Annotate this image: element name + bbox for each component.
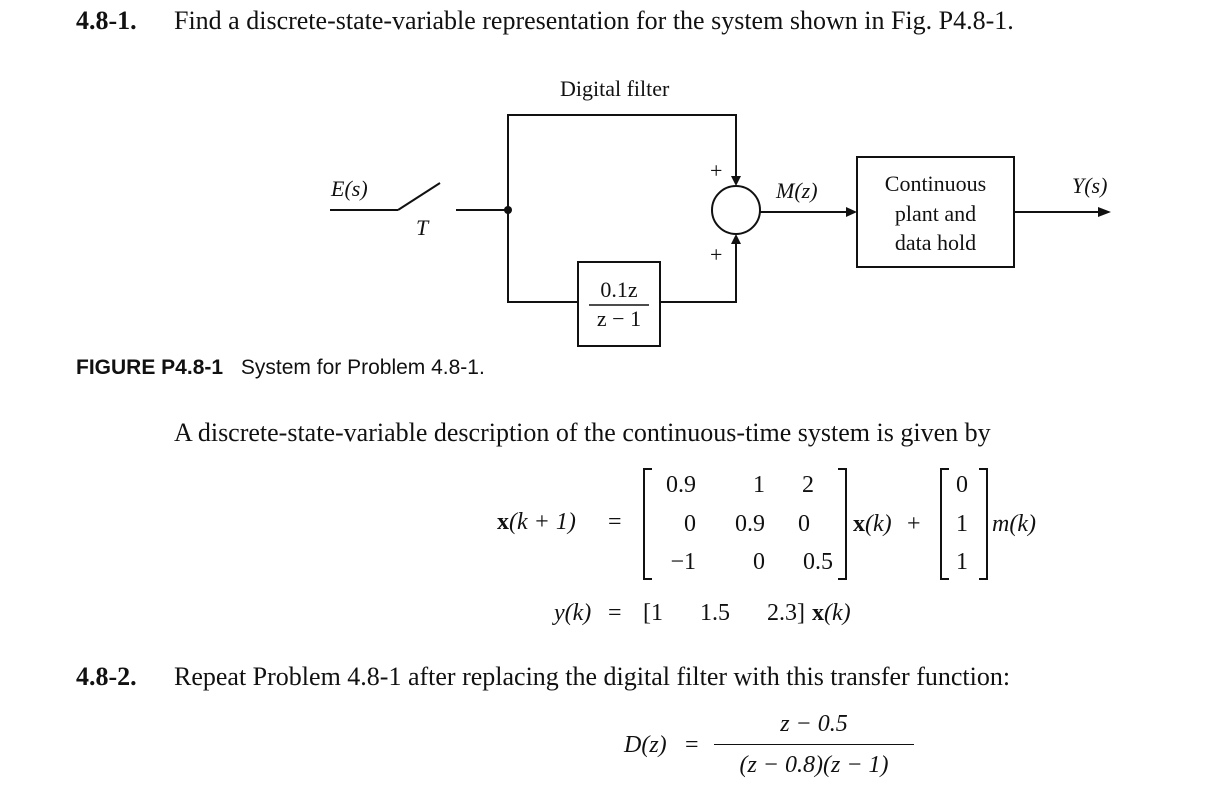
a-left-bracket (643, 468, 652, 580)
description-text: A discrete-state-variable description of… (174, 418, 991, 447)
bottom-arrowhead (731, 234, 741, 244)
plant-line3: data hold (894, 230, 977, 255)
top-arrowhead (731, 176, 741, 186)
bottom-path-in (507, 210, 578, 303)
b-left-bracket (940, 468, 949, 580)
output-label: Y(s) (1072, 173, 1108, 198)
problem-text: Repeat Problem 4.8-1 after replacing the… (174, 662, 1011, 691)
a-cell: 2 (802, 472, 814, 498)
a-cell: 0 (753, 549, 765, 575)
transfer-lhs: D(z) (624, 732, 667, 758)
a-cell: 0 (684, 511, 696, 537)
c-first: [1 (643, 600, 663, 626)
plant-line2: plant and (894, 201, 977, 226)
b-right-bracket (979, 468, 988, 580)
figure-label: FIGURE P4.8-1 (76, 356, 224, 379)
state-lhs: x(k + 1) (497, 509, 576, 535)
state-equals: = (608, 509, 622, 535)
filter-block (577, 261, 661, 347)
top-path (507, 114, 737, 210)
mz-label: M(z) (776, 178, 818, 203)
output-x: x(k) (812, 600, 851, 626)
digital-filter-label: Digital filter (560, 76, 670, 101)
state-x: x(k) (853, 511, 892, 537)
sampler-switch (397, 182, 441, 211)
output-equals: = (608, 600, 622, 626)
problem-number: 4.8-1. (76, 6, 137, 35)
a-cell: 0 (798, 511, 810, 537)
transfer-denominator: (z − 0.8)(z − 1) (739, 752, 889, 778)
plant-line1: Continuous (884, 171, 987, 196)
problem-text: Find a discrete-state-variable represent… (174, 6, 1014, 35)
diagram-lines (330, 114, 1111, 347)
a-cell: 0.5 (803, 549, 833, 575)
figure-caption: FIGURE P4.8-1 System for Problem 4.8-1. (76, 356, 485, 380)
filter-numerator: 0.1z (600, 277, 638, 302)
sampler-label: T (416, 215, 429, 240)
b-cell: 1 (956, 549, 968, 575)
output-lhs: y(k) (554, 600, 592, 626)
plant-arrowhead (846, 207, 857, 217)
a-cell: 1 (753, 472, 765, 498)
c-third: 2.3] (767, 600, 805, 626)
output-arrowhead (1098, 207, 1111, 217)
c-second: 1.5 (700, 600, 730, 626)
a-cell: 0.9 (666, 472, 696, 498)
state-plus: + (907, 511, 921, 537)
filter-denominator: z − 1 (596, 306, 642, 331)
input-label: E(s) (331, 176, 368, 201)
summing-junction (711, 185, 761, 235)
state-m: m(k) (992, 511, 1036, 537)
transfer-numerator: z − 0.5 (780, 711, 848, 737)
a-cell: 0.9 (735, 511, 765, 537)
plus-top: + (710, 158, 723, 183)
plus-bottom: + (710, 242, 723, 267)
transfer-fraction-bar (714, 744, 914, 745)
figure-caption-text: System for Problem 4.8-1. (240, 356, 485, 379)
b-cell: 1 (956, 511, 968, 537)
a-cell: −1 (670, 549, 696, 575)
transfer-equals: = (685, 732, 699, 758)
a-right-bracket (838, 468, 847, 580)
problem-number: 4.8-2. (76, 662, 137, 691)
bottom-path-out (660, 242, 737, 303)
b-cell: 0 (956, 472, 968, 498)
